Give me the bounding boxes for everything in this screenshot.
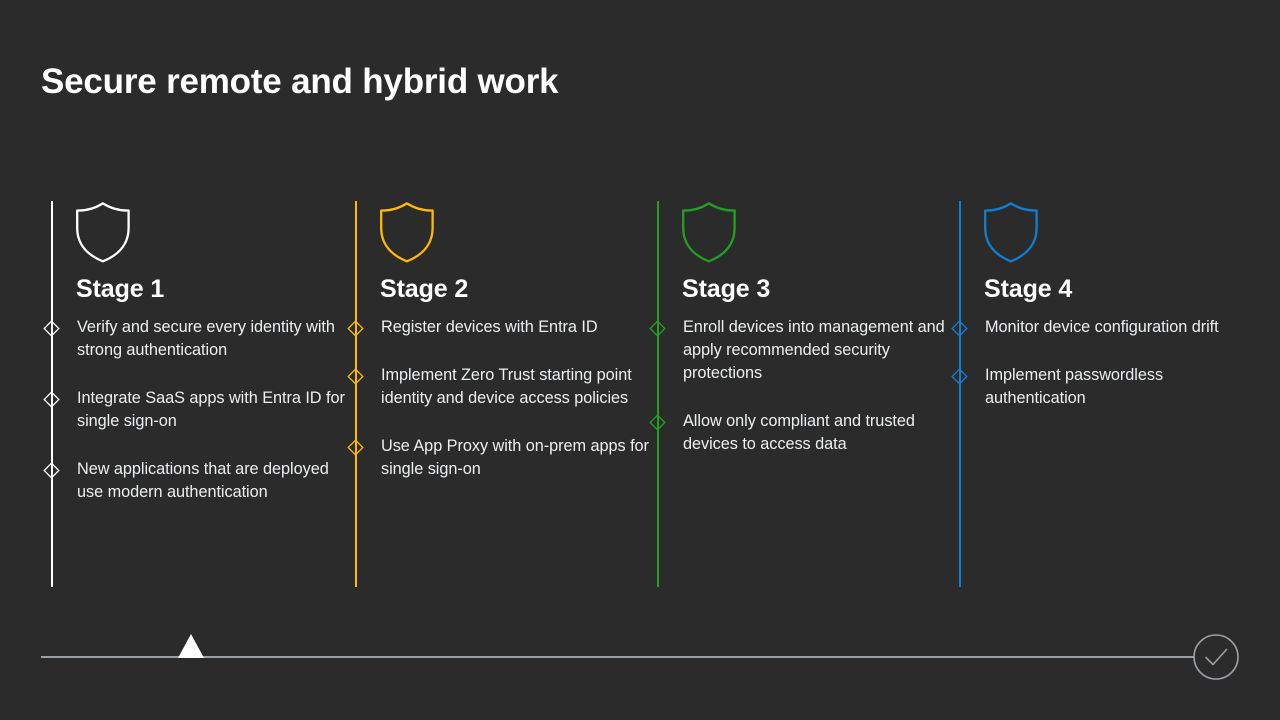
stage-column-4: Stage 4 Monitor device configuration drif…	[950, 201, 1261, 587]
list-item: New applications that are deployed use m…	[42, 458, 353, 504]
stage-column-3: Stage 3 Enroll devices into management an…	[648, 201, 959, 587]
list-item: Allow only compliant and trusted devices…	[648, 410, 959, 456]
stage-heading: Stage 4	[984, 275, 1073, 303]
diamond-bullet-icon	[42, 462, 60, 479]
bullet-text: Allow only compliant and trusted devices…	[683, 412, 915, 453]
shield-icon	[379, 201, 435, 263]
list-item: Monitor device configuration drift	[950, 316, 1261, 339]
bullet-text: New applications that are deployed use m…	[77, 460, 329, 501]
diamond-bullet-icon	[346, 320, 364, 337]
stage-heading: Stage 2	[380, 275, 469, 303]
list-item: Verify and secure every identity with st…	[42, 316, 353, 362]
bullet-text: Integrate SaaS apps with Entra ID for si…	[77, 389, 345, 430]
stage-bullet-list: Register devices with Entra ID Implement …	[346, 316, 657, 506]
stage-accent-rule	[657, 201, 659, 587]
bullet-text: Verify and secure every identity with st…	[77, 318, 335, 359]
diamond-bullet-icon	[42, 391, 60, 408]
shield-icon	[681, 201, 737, 263]
shield-icon	[75, 201, 131, 263]
list-item: Use App Proxy with on-prem apps for sing…	[346, 435, 657, 481]
diamond-bullet-icon	[648, 320, 666, 337]
stage-accent-rule	[355, 201, 357, 587]
diamond-bullet-icon	[950, 320, 968, 337]
list-item: Implement passwordless authentication	[950, 364, 1261, 410]
list-item: Integrate SaaS apps with Entra ID for si…	[42, 387, 353, 433]
bullet-text: Enroll devices into management and apply…	[683, 318, 945, 382]
stage-accent-rule	[959, 201, 961, 587]
diamond-bullet-icon	[648, 414, 666, 431]
diamond-bullet-icon	[346, 439, 364, 456]
bullet-text: Monitor device configuration drift	[985, 318, 1219, 336]
diamond-bullet-icon	[346, 368, 364, 385]
stage-heading: Stage 1	[76, 275, 165, 303]
bullet-text: Register devices with Entra ID	[381, 318, 598, 336]
list-item: Register devices with Entra ID	[346, 316, 657, 339]
list-item: Implement Zero Trust starting point iden…	[346, 364, 657, 410]
bullet-text: Use App Proxy with on-prem apps for sing…	[381, 437, 649, 478]
stage-bullet-list: Enroll devices into management and apply…	[648, 316, 959, 481]
stage-column-2: Stage 2 Register devices with Entra ID Imp…	[346, 201, 657, 587]
shield-icon	[983, 201, 1039, 263]
page-title: Secure remote and hybrid work	[41, 62, 559, 101]
bullet-text: Implement Zero Trust starting point iden…	[381, 366, 632, 407]
diamond-bullet-icon	[42, 320, 60, 337]
diamond-bullet-icon	[950, 368, 968, 385]
stage-accent-rule	[51, 201, 53, 587]
list-item: Enroll devices into management and apply…	[648, 316, 959, 385]
stage-heading: Stage 3	[682, 275, 771, 303]
stage-bullet-list: Verify and secure every identity with st…	[42, 316, 353, 529]
bullet-text: Implement passwordless authentication	[985, 366, 1164, 407]
stage-column-1: Stage 1 Verify and secure every identity …	[42, 201, 353, 587]
